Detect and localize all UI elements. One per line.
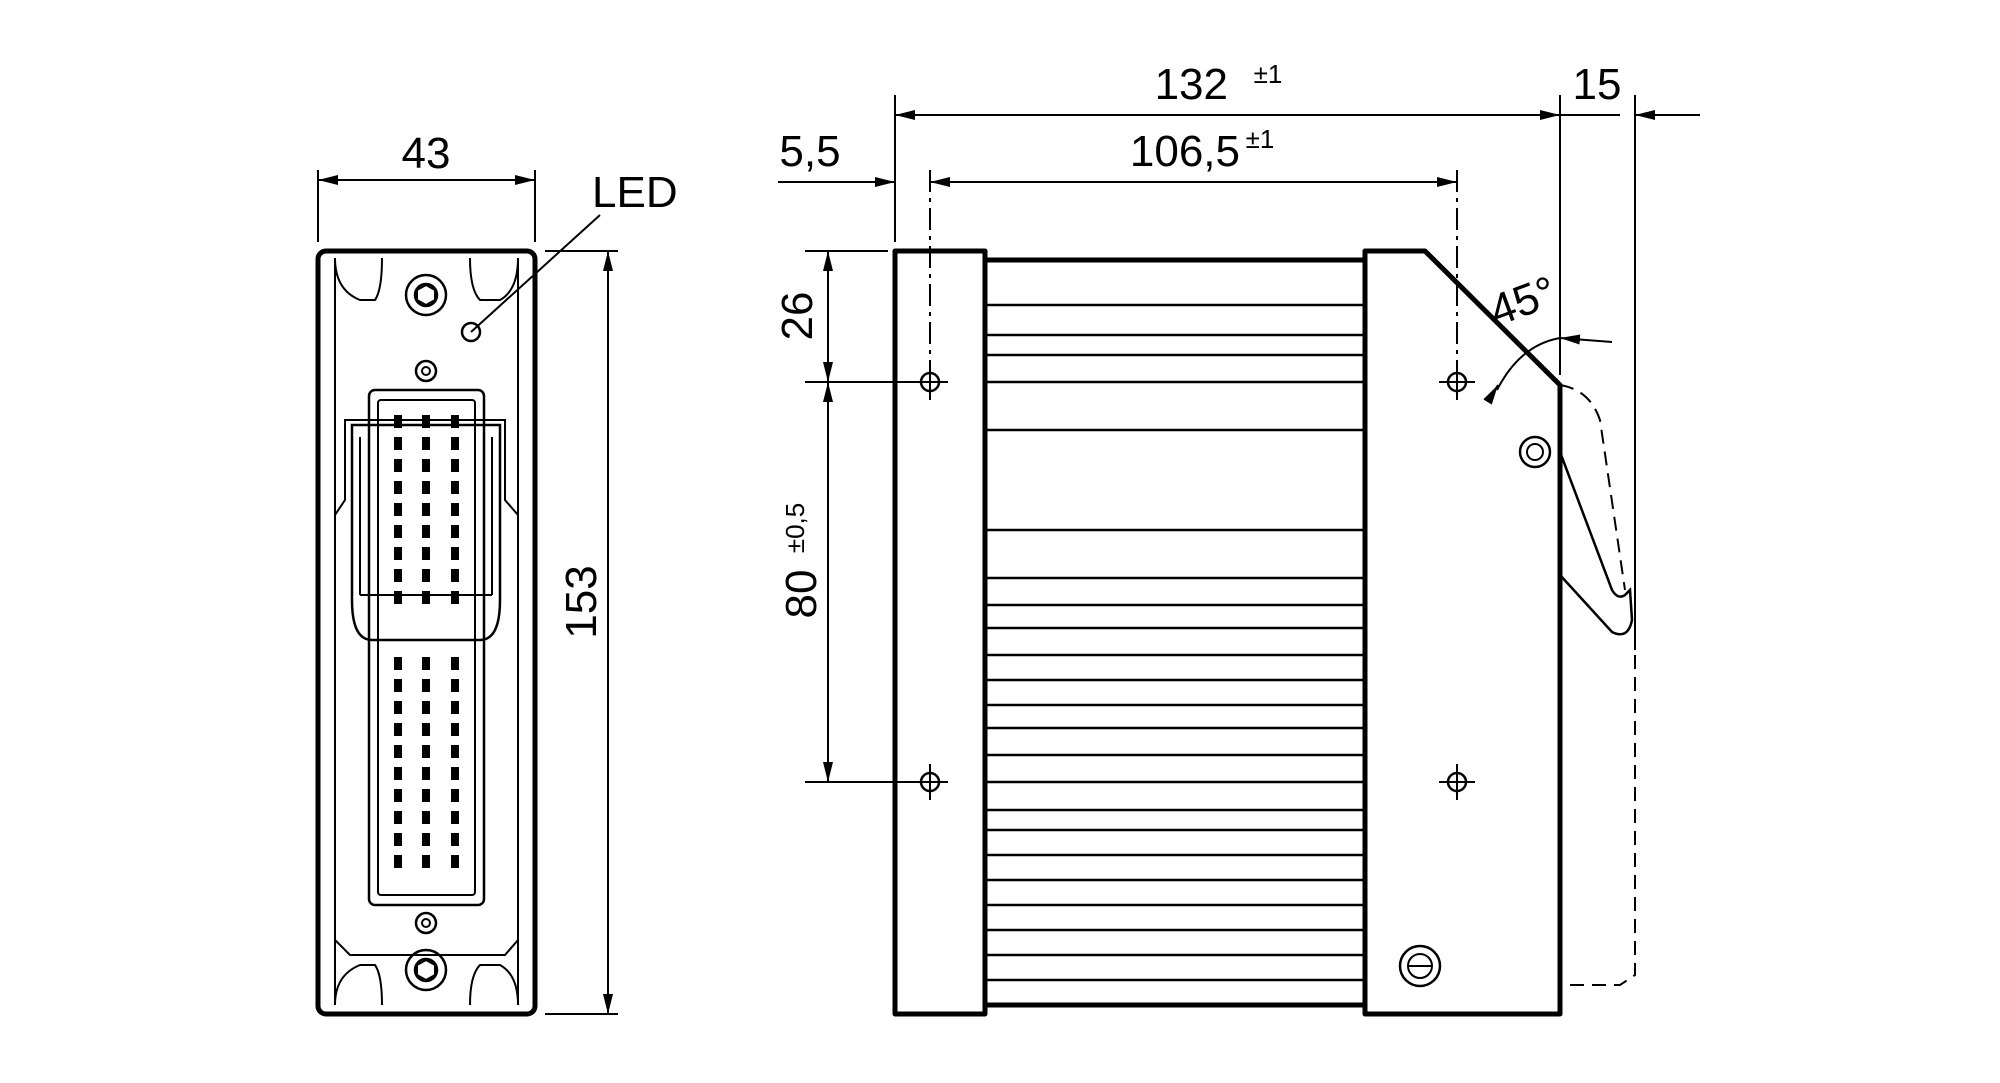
connector-pin [451,745,459,758]
hole-spacing-tolerance: ±1 [1246,124,1275,154]
connector-pin [422,525,430,538]
connector-pin [451,855,459,868]
front-dimensions: 43 153 LED [317,129,678,1015]
connector-pin [394,481,402,494]
vertical-hole-tolerance: ±0,5 [780,503,810,553]
cooling-fins [985,303,1365,982]
connector-pin [422,833,430,846]
connector-pin [422,481,430,494]
connector-pin [394,745,402,758]
angle-arc [1496,337,1561,391]
width-label: 43 [402,129,451,178]
clearance-label: 15 [1573,60,1622,109]
connector-pin [451,723,459,736]
connector-pin [451,811,459,824]
connector-pin [422,855,430,868]
plug-profile [1558,451,1634,636]
connector-pin [394,855,402,868]
angle-arrow-lower [1483,384,1499,405]
connector-pin [394,679,402,692]
connector-pin [422,547,430,560]
ground-screw-icon [1398,944,1442,988]
connector-pin [451,657,459,670]
connector-pin [394,569,402,582]
side-view [892,170,1636,1017]
connector-pin [422,789,430,802]
mounting-hole-bottom-right-icon [1439,764,1475,800]
front-view [315,248,538,1017]
connector-pin [451,767,459,780]
cable-bolt-icon [1518,435,1552,469]
connector-pin [394,437,402,450]
connector-pin [422,657,430,670]
connector-pin [451,503,459,516]
connector-pin [422,679,430,692]
connector-pin [422,811,430,824]
height-label: 153 [557,565,606,638]
connector-pin [394,591,402,604]
connector-pin [394,789,402,802]
vertical-hole-label: 80 [777,570,826,619]
led-label: LED [592,168,678,217]
connector-pin [422,415,430,428]
angle-arrow-upper [1559,334,1613,345]
connector-pin [451,679,459,692]
side-dimensions: 132 ±1 15 106,5 ±1 5,5 26 80 ±0,5 45° [773,59,1700,783]
connector-pin [422,745,430,758]
connector-pin [422,503,430,516]
connector-pin [451,591,459,604]
connector-pin [451,525,459,538]
connector-pin [451,481,459,494]
right-end-block [1362,248,1563,1017]
connector-pin [451,547,459,560]
led-indicator-icon [460,321,482,343]
connector-pin [394,503,402,516]
connector-pin [422,459,430,472]
connector-pin [422,723,430,736]
connector-pin [451,833,459,846]
connector-pin [422,767,430,780]
offset-label: 5,5 [779,127,840,176]
connector-pin [394,767,402,780]
left-end-block [892,248,988,1017]
connector-pin [422,569,430,582]
connector-pin [422,437,430,450]
connector-pin [451,415,459,428]
hole-spacing-label: 106,5 [1130,127,1240,176]
connector-pin [394,525,402,538]
connector-latch [350,423,502,642]
connector-pin [451,459,459,472]
connector-pin [394,811,402,824]
connector-pin [394,723,402,736]
connector-pin-array [394,415,459,868]
connector-pin [394,415,402,428]
connector-bottom-bolt-icon [414,911,438,935]
led-leader-line [470,214,601,333]
angle-label: 45° [1483,267,1562,336]
connector-pin [394,833,402,846]
plug-hidden-outline [1559,384,1636,986]
connector-pin [451,701,459,714]
front-inner-contour [334,257,519,1006]
connector-pin [422,591,430,604]
connector-pin [451,789,459,802]
bottom-screw-icon [404,948,448,992]
connector-pin [394,701,402,714]
connector-inner-outline [377,399,476,896]
front-connector-rail [334,419,519,956]
top-screw-icon [404,273,448,317]
connector-pin [451,437,459,450]
connector-outline [367,388,486,907]
top-hole-label: 26 [773,292,822,341]
connector-pin [394,547,402,560]
connector-pin [394,657,402,670]
length-tolerance: ±1 [1254,59,1283,89]
connector-top-bolt-icon [414,359,438,383]
connector-pin [451,569,459,582]
front-housing-outline [315,248,538,1017]
length-label: 132 [1155,60,1228,109]
connector-pin [422,701,430,714]
connector-pin [394,459,402,472]
